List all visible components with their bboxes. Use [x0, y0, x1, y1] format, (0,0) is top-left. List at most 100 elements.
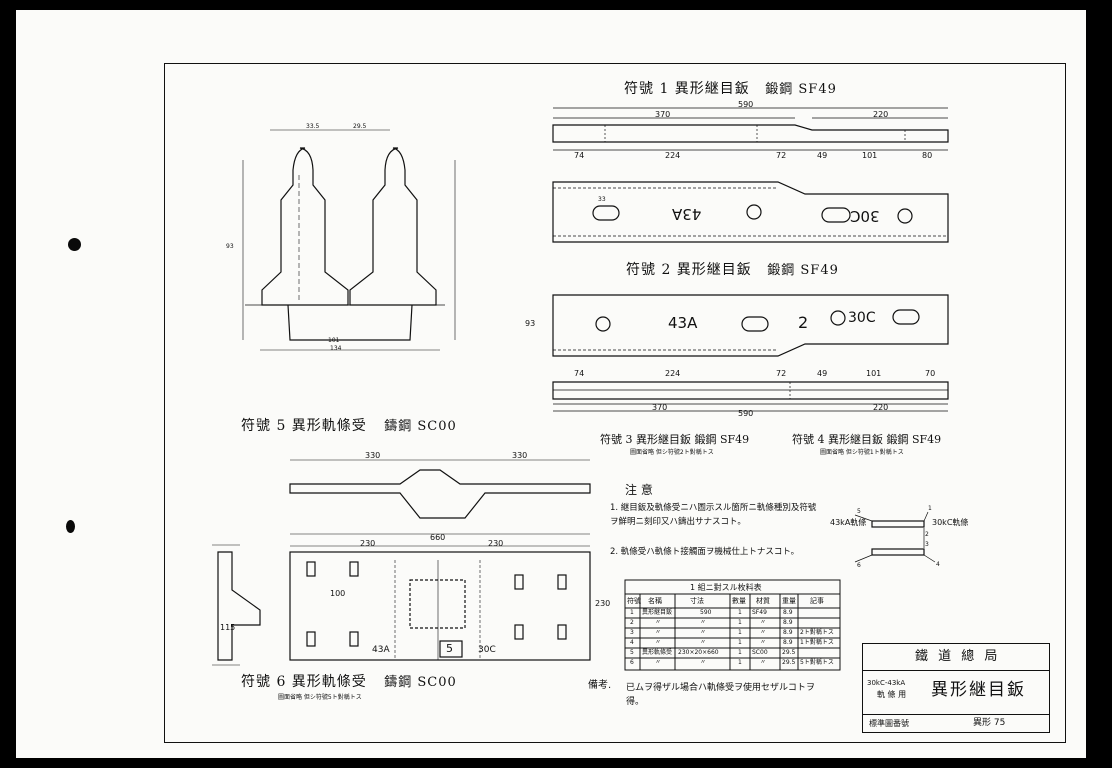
table-cell: 1 [738, 629, 742, 636]
note-item-2: 2. 軌條受ハ軌條ト接觸面ヲ機械仕上トナスコト。 [610, 547, 800, 557]
sketch-label-30kc: 30kC軌條 [932, 518, 969, 527]
fig2-elevation [552, 381, 949, 412]
fig1-dim-101: 101 [862, 151, 878, 160]
fig1-dim-80: 80 [922, 151, 933, 160]
punch-hole-upper [68, 238, 81, 251]
fig2-dim-72: 72 [776, 369, 787, 378]
table-cell: 〃 [655, 639, 662, 646]
fig1-dim-590: 590 [738, 100, 754, 109]
fig5-dim-330-left: 330 [365, 451, 381, 460]
table-cell: 〃 [700, 619, 707, 626]
fig1-dim-33: 33 [598, 196, 606, 203]
fig1-plan [552, 181, 949, 243]
title-block-spec-1: 30kC-43kA [867, 679, 906, 687]
table-cell: 異形軌條受 [642, 649, 673, 656]
sketch-num-1: 1 [928, 505, 932, 512]
table-cell: 29.5 [782, 649, 796, 656]
rail-dim-29: 29.5 [353, 123, 367, 130]
fig5-dim-230-side: 230 [595, 599, 611, 608]
parts-table-header-6: 記事 [810, 597, 824, 605]
table-cell: 3 [630, 629, 634, 636]
table-cell: 〃 [655, 629, 662, 636]
parts-table-header-5: 重量 [782, 597, 796, 605]
note-item-1: 1. 継目鈑及軌條受ニハ圖示スル箇所ニ軌條種別及符號ヲ鮮明ニ刻印又ハ鑄出サナスコ… [610, 503, 817, 527]
table-cell: SC00 [752, 649, 768, 656]
fig5-title: 符號 5 異形軌條受 鑄鋼 SC00 [241, 418, 457, 434]
table-cell: 〃 [760, 629, 767, 636]
table-cell: 5ト對稱トス [800, 659, 834, 666]
table-cell: 〃 [700, 639, 707, 646]
parts-table-header-4: 材質 [756, 597, 770, 605]
sketch-label-43ka: 43kA軌條 [830, 518, 867, 527]
fig2-mark-2: 2 [798, 313, 809, 332]
table-cell: 1ト對稱トス [800, 639, 834, 646]
table-cell: 〃 [760, 619, 767, 626]
fig2-dim-70: 70 [925, 369, 936, 378]
fig1-elevation [552, 107, 949, 151]
title-block-spec-2: 軌 條 用 [877, 690, 907, 699]
table-cell: 1 [738, 619, 742, 626]
table-cell: 〃 [655, 619, 662, 626]
fig5-dim-660: 660 [430, 533, 446, 542]
fig6-note: 圖面省略 但シ符號5ト對稱トス [278, 694, 362, 701]
fig5-mark-5: 5 [446, 642, 453, 655]
fig6-side-section [212, 544, 261, 666]
fig2-dim-101: 101 [866, 369, 882, 378]
fig3-note: 圖面省略 但シ符號2ト對稱トス [630, 449, 714, 456]
fig2-dim-590: 590 [738, 409, 754, 418]
sketch-num-6: 6 [857, 562, 861, 569]
table-cell: 8.9 [783, 629, 793, 636]
fig1-dim-74: 74 [574, 151, 585, 160]
fig1-title: 符號 1 異形継目鈑 鍛鋼 SF49 [624, 81, 837, 97]
rail-dim-93: 93 [226, 243, 234, 250]
title-block-org: 鐵 道 總 局 [915, 649, 1001, 664]
fig1-dim-370: 370 [655, 110, 671, 119]
rail-dim-33: 33.5 [306, 123, 320, 130]
fig2-mark-43a: 43A [668, 314, 698, 332]
title-block-std-label: 標準圖番號 [869, 719, 909, 728]
table-cell: 2ト對稱トス [800, 629, 834, 636]
sketch-num-2: 2 [925, 531, 929, 538]
fig6-title: 符號 6 異形軌條受 鑄鋼 SC00 [241, 674, 457, 690]
table-cell: 8.9 [783, 609, 793, 616]
punch-hole-lower [66, 520, 75, 533]
fig5-dim-100: 100 [330, 589, 346, 598]
rail-dim-101: 101 [328, 337, 340, 344]
parts-table-header-3: 數量 [732, 597, 746, 605]
fig3-title: 符號 3 異形継目鈑 鍛鋼 SF49 [600, 433, 750, 446]
drawing-frame [164, 63, 1066, 743]
table-cell: 〃 [655, 659, 662, 666]
remark-label: 備考. [588, 680, 612, 691]
fig2-dim-220: 220 [873, 403, 889, 412]
table-cell: 1 [738, 649, 742, 656]
fig2-dim-370: 370 [652, 403, 668, 412]
fig2-plan [552, 294, 949, 357]
fig5-mark-43a: 43A [372, 645, 390, 655]
fig5-dim-115: 115 [220, 623, 236, 632]
parts-table-header-0: 符號 [627, 597, 641, 605]
fig1-dim-220: 220 [873, 110, 889, 119]
parts-table-grid [624, 579, 841, 671]
fig2-dim-49: 49 [817, 369, 828, 378]
table-cell: 4 [630, 639, 634, 646]
fig2-dim-224: 224 [665, 369, 681, 378]
joint-sketch [854, 511, 936, 563]
fig4-title: 符號 4 異形継目鈑 鍛鋼 SF49 [792, 433, 942, 446]
parts-table-caption: 1 組ニ對スル枚料表 [690, 583, 762, 592]
table-cell: 〃 [760, 659, 767, 666]
title-block-title: 異形継目鈑 [931, 680, 1026, 700]
table-cell: 8.9 [783, 619, 793, 626]
fig1-dim-224: 224 [665, 151, 681, 160]
fig1-dim-49: 49 [817, 151, 828, 160]
sketch-num-3: 3 [925, 541, 929, 548]
table-cell: 1 [630, 609, 634, 616]
fig5-plan [289, 545, 591, 661]
parts-table-header-1: 名稱 [648, 597, 662, 605]
fig2-mark-30c: 30C [848, 310, 876, 326]
title-block: 鐵 道 總 局 30kC-43kA 軌 條 用 異形継目鈑 標準圖番號 異形 7… [862, 643, 1050, 733]
fig2-title: 符號 2 異形継目鈑 鍛鋼 SF49 [626, 262, 839, 278]
table-cell: 異形継目鈑 [642, 609, 673, 616]
table-cell: 1 [738, 609, 742, 616]
fig1-mark-30c: 30C [850, 207, 880, 225]
